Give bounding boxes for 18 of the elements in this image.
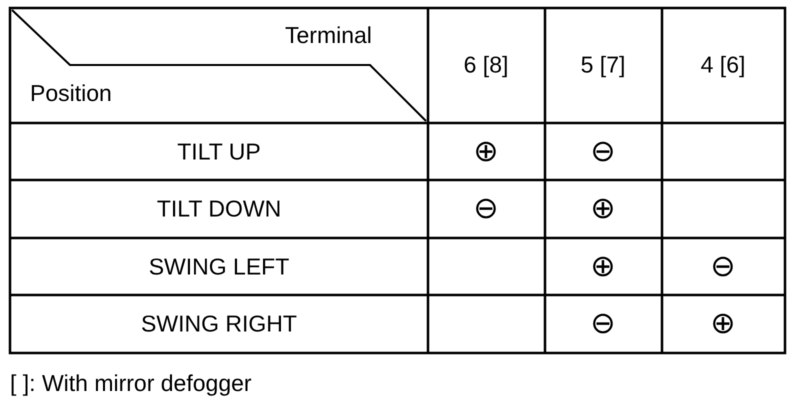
column-header: 6 [8]: [464, 52, 508, 78]
row-header: SWING LEFT: [148, 254, 290, 280]
polarity-symbol: ⊕: [710, 309, 736, 339]
polarity-symbol: ⊕: [473, 137, 499, 167]
polarity-symbol: ⊖: [590, 309, 616, 339]
polarity-symbol: ⊕: [590, 194, 616, 224]
polarity-symbol: ⊖: [473, 194, 499, 224]
column-header: 5 [7]: [580, 52, 626, 78]
row-header: SWING RIGHT: [141, 310, 297, 338]
polarity-symbol: ⊖: [590, 137, 616, 167]
column-header: 4 [6]: [700, 52, 746, 78]
header-label: Terminal: [285, 22, 372, 49]
polarity-symbol: ⊖: [710, 252, 736, 282]
row-header: TILT UP: [177, 138, 261, 166]
polarity-symbol: ⊕: [590, 252, 616, 282]
header-label: Position: [30, 80, 112, 107]
row-header: TILT DOWN: [156, 196, 282, 222]
footnote: [ ]: With mirror defogger: [10, 370, 252, 397]
